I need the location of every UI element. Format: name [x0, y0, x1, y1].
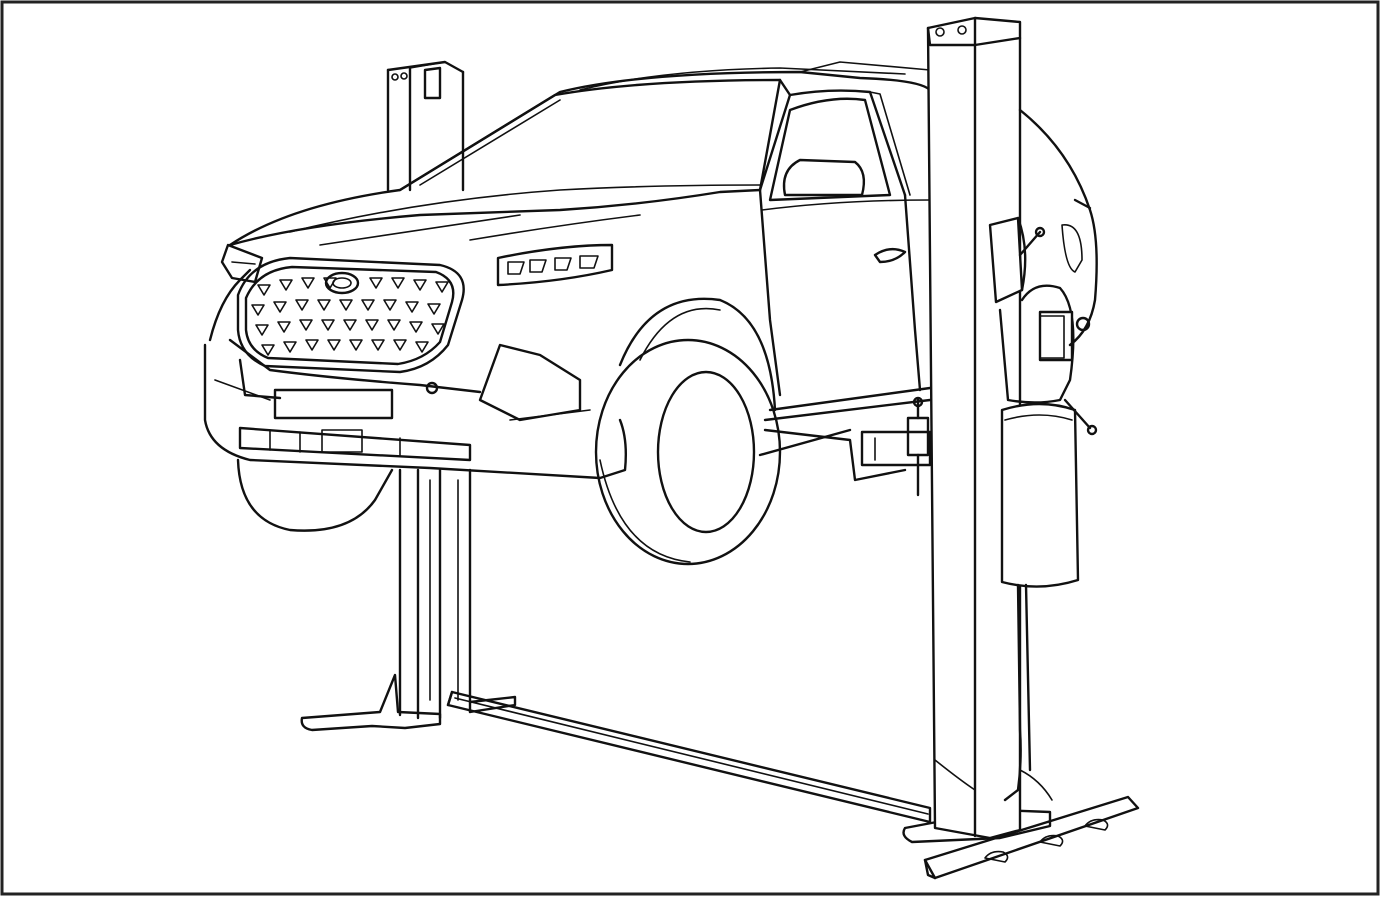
hydraulic-power-unit — [988, 108, 1098, 802]
right-post-foot — [902, 795, 1140, 880]
left-post-foot — [300, 673, 517, 732]
lift-arms — [860, 396, 932, 497]
suv-vehicle — [203, 61, 932, 566]
left-post — [386, 60, 472, 720]
grille-pattern — [251, 277, 449, 356]
base-crossbar — [446, 690, 932, 824]
